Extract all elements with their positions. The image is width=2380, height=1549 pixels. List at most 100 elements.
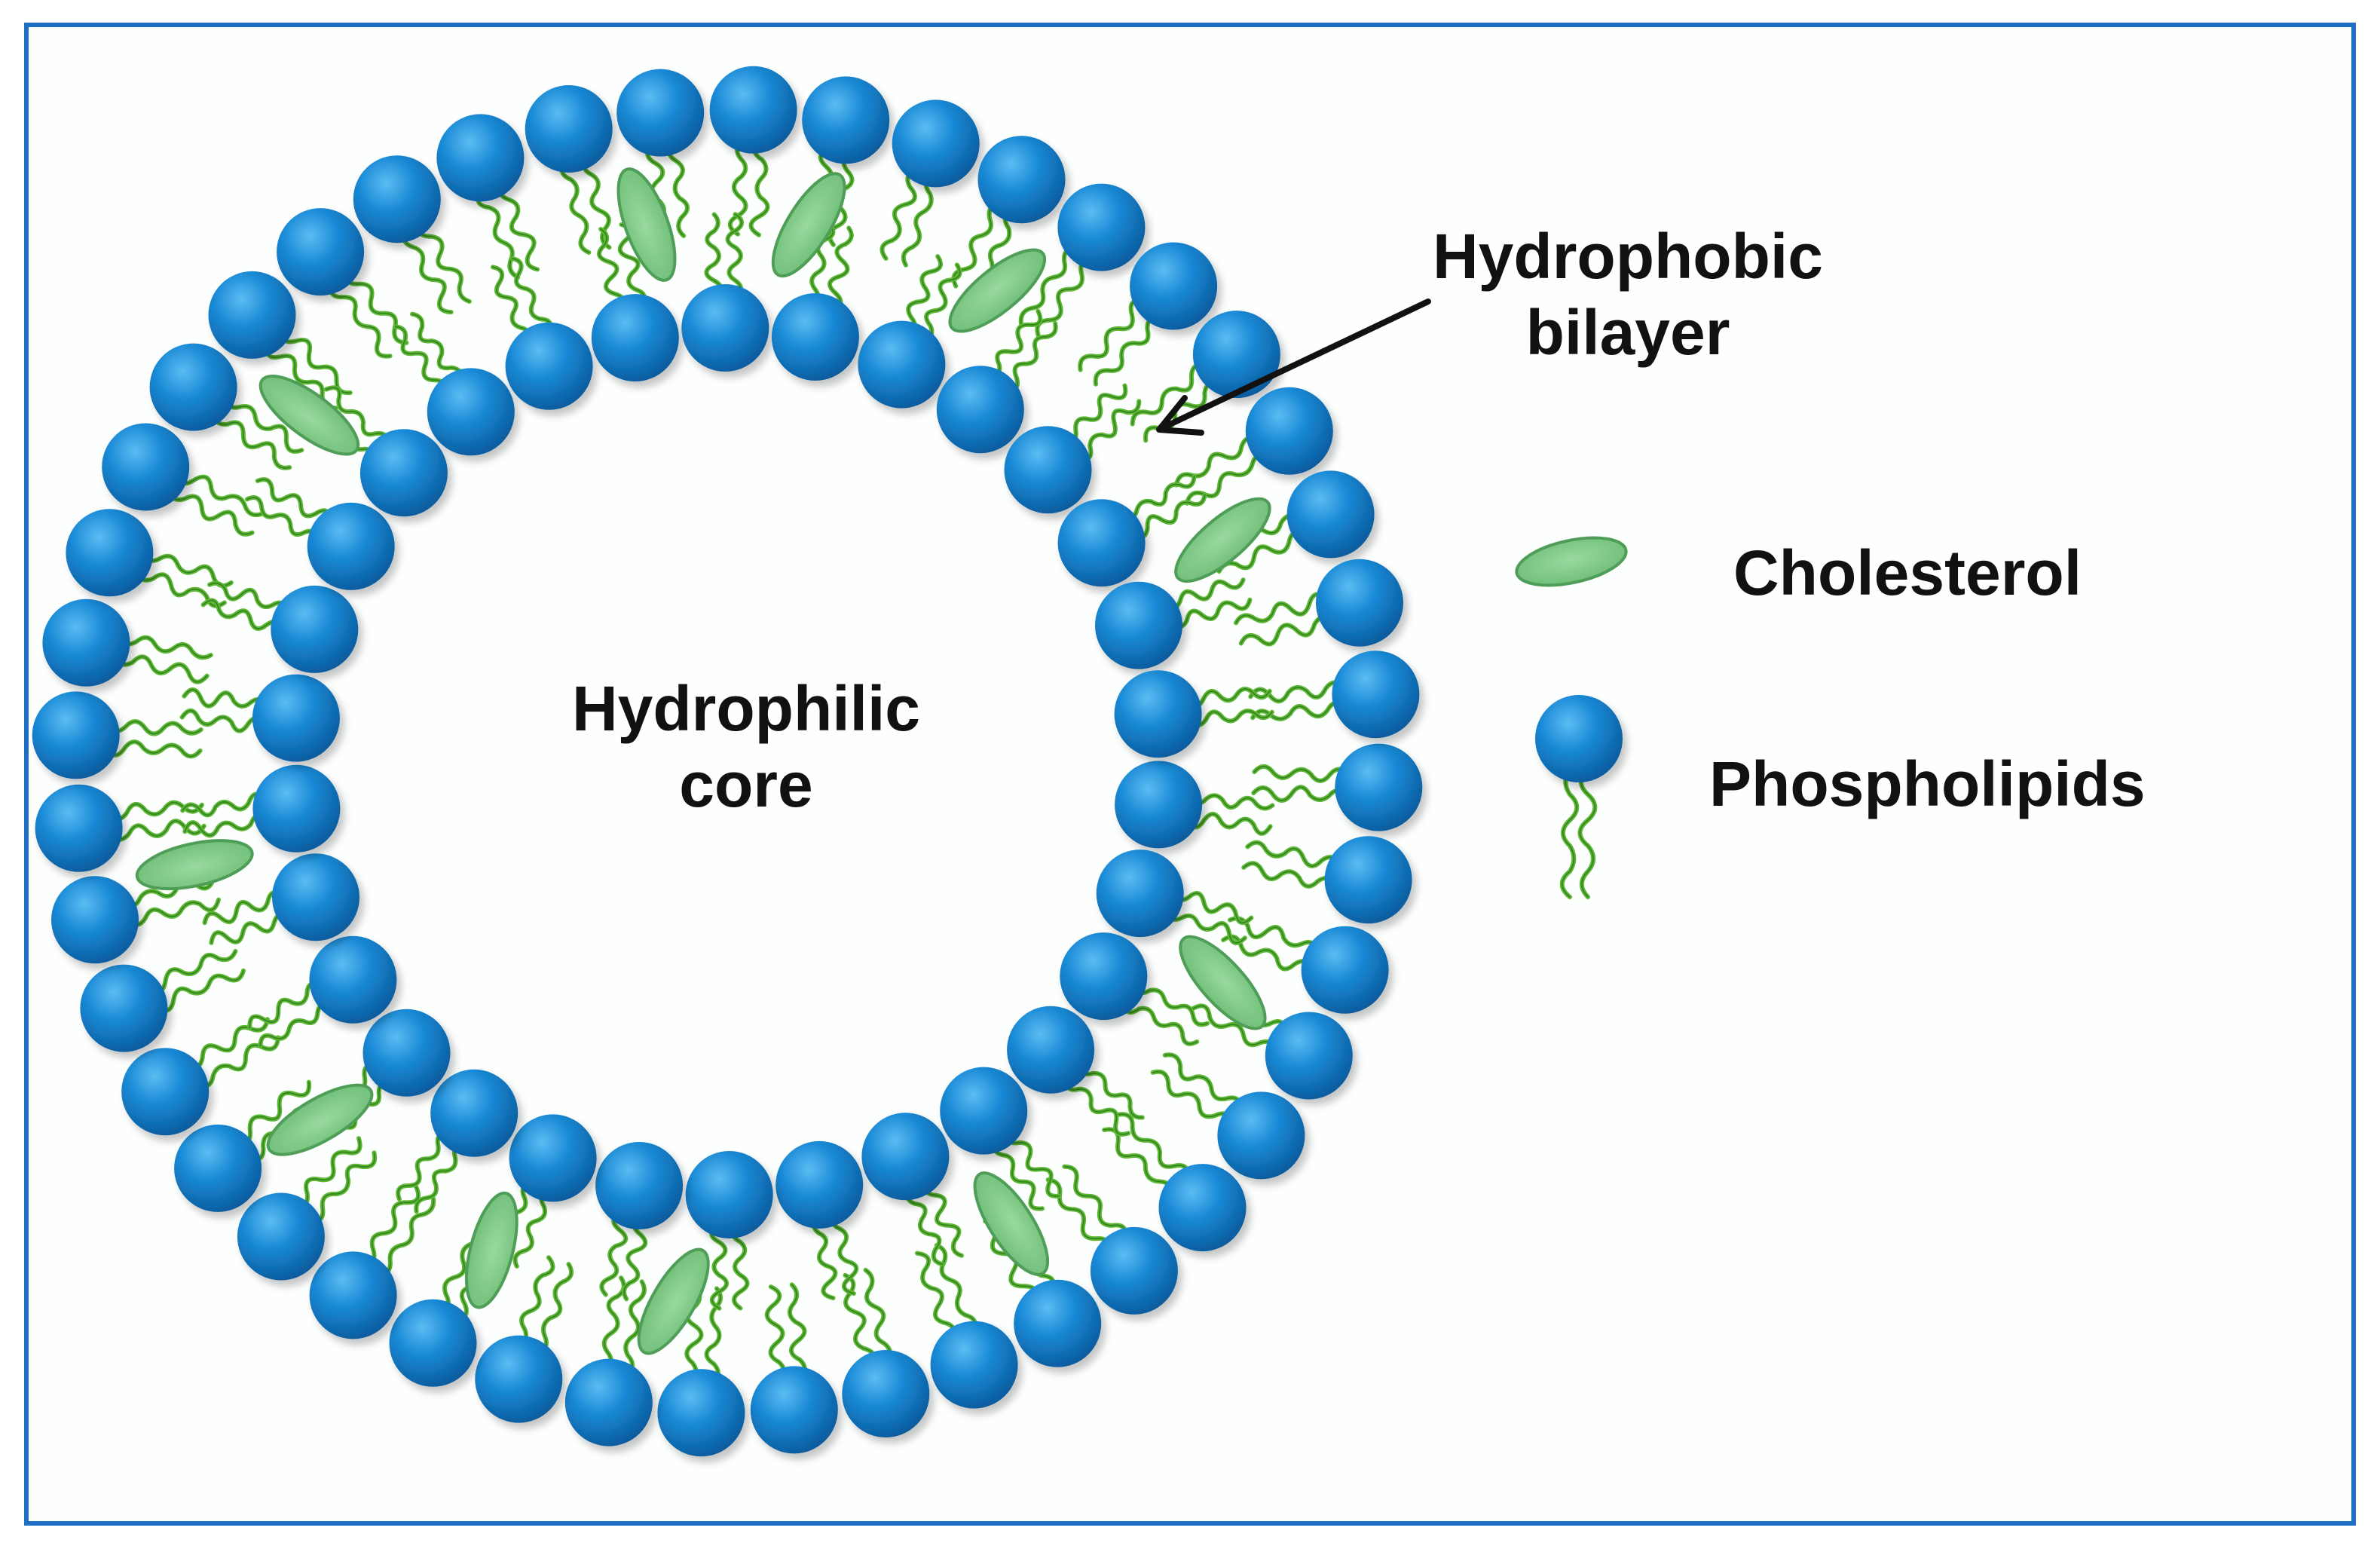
bilayer-label-line1: Hydrophobic [1433,221,1823,292]
phospholipid-head-inner [430,1069,519,1157]
bilayer-arrow [1156,298,1431,436]
phospholipid-head-outer [977,136,1066,224]
phospholipid-head-outer [657,1369,745,1457]
phospholipid-head-inner [858,320,946,409]
lipid-tail [307,1150,378,1224]
phospholipid-head-inner [681,284,769,372]
cholesterol-molecule [464,1191,519,1309]
lipid-tail [1245,840,1343,868]
lipid-tail [377,1196,436,1279]
lipid-tail [245,495,322,543]
phospholipid-head-outer [1014,1279,1102,1367]
lipid-tail [1173,434,1260,488]
lipid-tail [1063,1076,1131,1137]
cholesterol-molecule [771,172,846,278]
lipid-tail [509,256,553,337]
phospholipid-head-inner [363,1009,451,1097]
legend-lipid-head [1535,695,1623,782]
phospholipid-head-inner [1057,499,1146,587]
cholesterol-molecule [258,375,360,456]
phospholipid-head-outer [174,1124,262,1212]
bilayer-label-line2: bilayer [1525,296,1730,368]
lipid-tail [512,1188,553,1269]
cholesterol-molecules [135,167,1271,1355]
lipid-tail [863,1268,893,1364]
phospholipid-head-outer [1217,1091,1305,1180]
phospholipid-head-outer [149,343,237,431]
cholesterol-molecule [637,1247,710,1355]
lipid-tail [1062,1164,1127,1243]
cholesterol-molecule [973,1171,1050,1276]
lipid-tail [145,948,238,994]
phospholipid-head-outer [750,1366,838,1454]
phospholipid-head-inner [1115,761,1203,849]
phospholipid-icon [1535,695,1623,899]
cholesterol-molecule [266,1083,374,1156]
liposome [32,66,1423,1457]
phospholipid-head-outer [709,66,797,154]
phospholipid-head-inner [1004,426,1092,514]
phospholipid-head-outer [1332,651,1420,739]
legend-phospholipid-label: Phospholipids [1709,748,2146,819]
lipid-tail [516,1255,555,1349]
phospholipid-head-outer [237,1192,325,1281]
lipid-tail [112,654,210,684]
phospholipid-head-outer [1301,926,1389,1014]
phospholipid-head-inner [309,935,397,1024]
phospholipid-head-inner [307,502,395,590]
phospholipid-head-inner [1007,1006,1095,1094]
lipid-tail [497,179,540,272]
lipid-tail [559,158,592,255]
core-label-line1: Hydrophilic [571,673,921,744]
lipid-tail [666,139,690,238]
phospholipid-head-outer [42,598,130,687]
lipid-tail [154,968,246,1013]
phospholipid-head-outer [102,423,190,511]
phospholipid-head-outer [1335,743,1423,831]
lipid-tail [414,1141,467,1214]
cholesterol-molecule [616,167,677,282]
lipid-tail [1241,861,1339,889]
phospholipid-head-outer [1090,1226,1178,1315]
lipid-tail [1133,980,1210,1027]
lipid-tail [1116,1112,1191,1182]
phospholipid-head-inner [505,322,593,410]
phospholipid-head-outer [1286,470,1375,559]
lipid-tail [1162,1052,1245,1112]
lipid-tail [811,1214,838,1300]
lipid-tail [396,1129,451,1202]
lipid-tail [1004,321,1058,393]
lipid-tail [764,1284,787,1383]
legend-cholesterol-label: Cholesterol [1733,537,2082,608]
phospholipid-head-inner [1095,581,1182,669]
lipid-tail [536,1262,574,1356]
lipid-tail [328,280,393,359]
phospholipid-head-outer [121,1048,210,1136]
phospholipid-head-outer [1316,559,1403,647]
phospholipid-head-inner [252,674,340,762]
phospholipid-head-inner [936,366,1024,454]
hydrophobic-bilayer-label: Hydrophobic bilayer [1387,219,1869,371]
lipid-tail [179,708,268,733]
cholesterol-molecule [948,248,1047,333]
lipid-tail [1120,474,1197,522]
phospholipid-head-outer [32,691,120,779]
phospholipid-head-outer [475,1335,563,1423]
phospholipid-head-outer [616,69,705,157]
lipid-tail [175,469,265,518]
phospholipid-head-inner [1060,932,1148,1021]
lipid-tail [601,1275,626,1373]
phospholipid-head-inner [685,1151,773,1238]
phospholipid-head-outer [1245,387,1333,475]
phospholipid-head-inner [595,1142,684,1229]
lipid-tail [1078,298,1148,372]
phospholipid-head-inner [775,1140,864,1229]
phospholipid-head-outer [1265,1012,1353,1100]
lipid-tail [901,173,938,268]
phospholipid-head-inner [252,764,341,853]
phospholipid-head-outer [353,155,441,243]
phospholipid-head-outer [1057,183,1146,271]
phospholipid-head-outer [389,1299,477,1387]
phospholipid-head-inner [1096,850,1184,938]
lipid-tail [410,311,464,384]
